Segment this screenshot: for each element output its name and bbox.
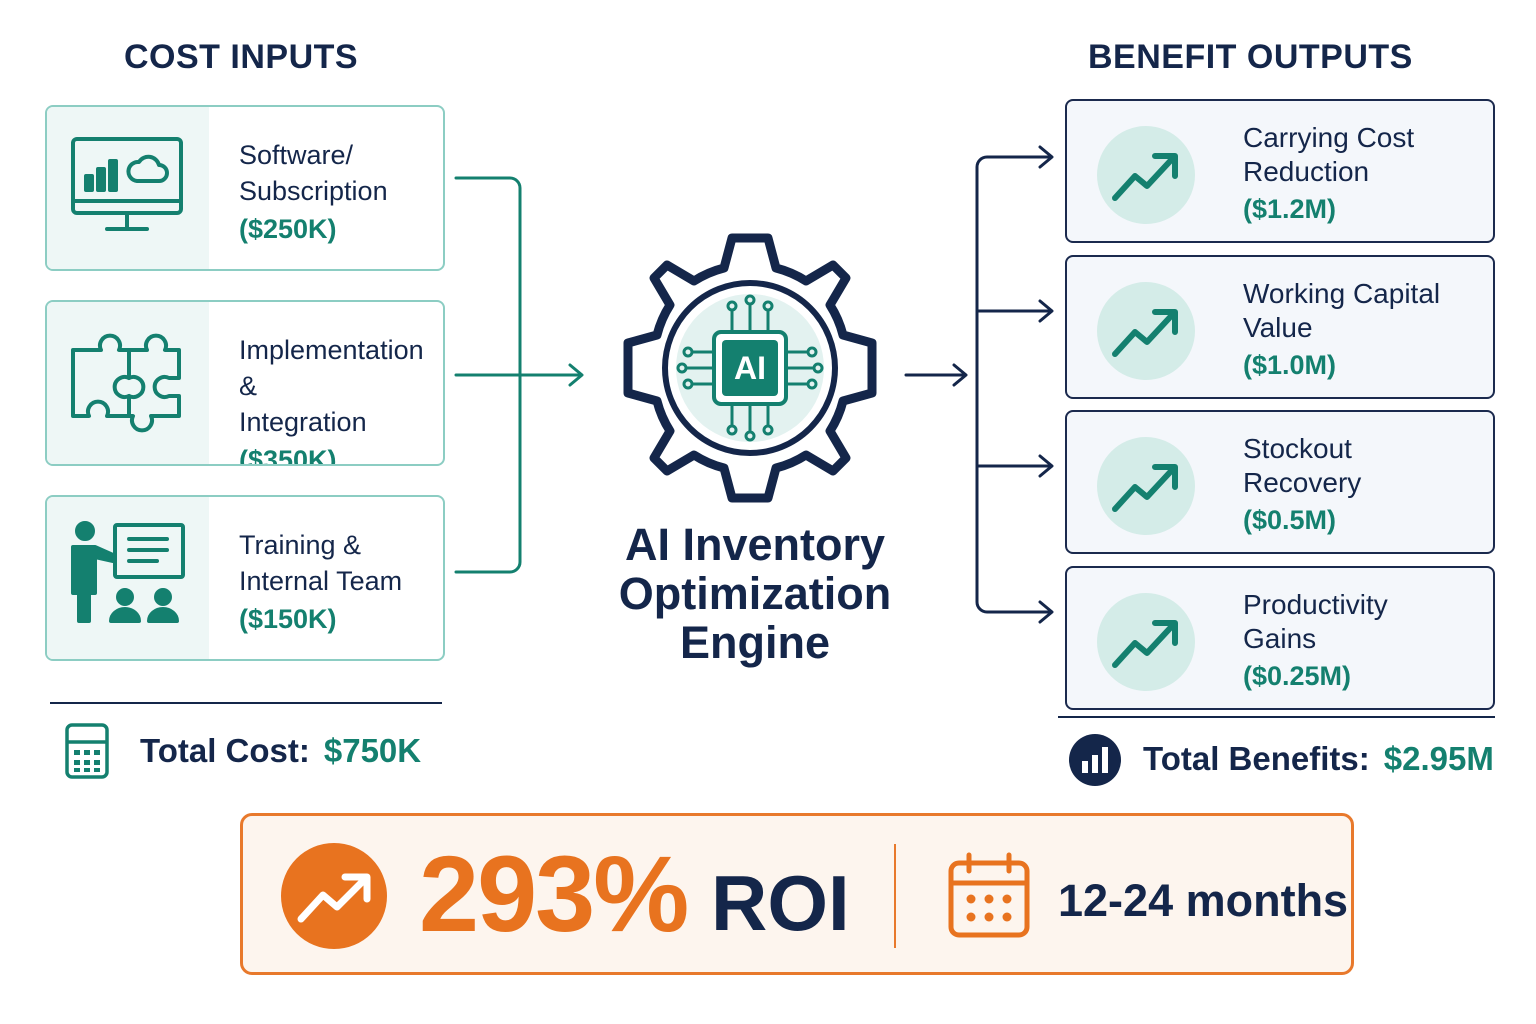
cost-amount-training: ($150K) xyxy=(239,604,337,634)
bar-chart-circle-icon xyxy=(1069,734,1121,786)
roi-word: ROI xyxy=(711,859,850,947)
chip-label: AI xyxy=(734,350,766,386)
total-benefits-label: Total Benefits: xyxy=(1143,740,1370,777)
benefit-label-carrying-cost: Carrying Cost Reduction xyxy=(1243,122,1415,187)
benefit-divider xyxy=(1058,716,1495,718)
trend-up-icon xyxy=(1112,464,1178,512)
gear-ai-chip-icon: AI xyxy=(623,233,877,503)
cost-card-software: Software/ Subscription ($250K) xyxy=(45,105,445,271)
presentation-team-icon xyxy=(71,521,185,623)
cost-inputs-heading: COST INPUTS xyxy=(124,38,359,76)
cost-card-training: Training & Internal Team ($150K) xyxy=(45,495,445,661)
cost-divider xyxy=(50,702,442,704)
engine-title: AI Inventory Optimization Engine xyxy=(618,519,892,668)
benefit-card-carrying-cost: Carrying Cost Reduction ($1.2M) xyxy=(1065,99,1495,243)
cost-label-training: Training & Internal Team xyxy=(239,530,403,596)
benefit-label-working-capital: Working Capital Value xyxy=(1243,278,1441,343)
benefit-label-productivity: Productivity Gains xyxy=(1243,589,1388,654)
total-benefits: Total Benefits: $2.95M xyxy=(1143,740,1494,778)
benefit-amount-carrying-cost: ($1.2M) xyxy=(1243,194,1337,224)
total-cost-value: $750K xyxy=(323,732,422,769)
monitor-chart-cloud-icon xyxy=(71,137,183,231)
total-cost-label: Total Cost: xyxy=(140,732,310,769)
cost-card-implementation: Implementation & Integration ($350K) xyxy=(45,300,445,466)
benefit-card-productivity: Productivity Gains ($0.25M) xyxy=(1065,566,1495,710)
roi-summary-box: 293% ROI 12-24 months xyxy=(240,813,1354,975)
benefit-card-stockout: Stockout Recovery ($0.5M) xyxy=(1065,410,1495,554)
calculator-icon xyxy=(65,723,109,779)
trend-up-icon xyxy=(1112,153,1178,201)
cost-amount-software: ($250K) xyxy=(239,214,337,244)
payback-period: 12-24 months xyxy=(1058,875,1349,926)
total-benefits-value: $2.95M xyxy=(1383,740,1494,777)
benefit-outputs-heading: BENEFIT OUTPUTS xyxy=(1088,38,1413,76)
cost-label-implementation: Implementation & Integration xyxy=(239,335,424,437)
benefit-amount-stockout: ($0.5M) xyxy=(1243,505,1337,535)
cost-label-software: Software/ Subscription xyxy=(239,140,388,206)
puzzle-icon xyxy=(71,333,181,433)
roi-separator xyxy=(894,844,896,948)
benefit-amount-working-capital: ($1.0M) xyxy=(1243,350,1337,380)
trend-up-icon xyxy=(1112,620,1178,668)
trend-up-circle-icon xyxy=(281,843,387,949)
roi-percent: 293% xyxy=(419,833,689,954)
trend-up-icon xyxy=(1112,309,1178,357)
cost-amount-implementation: ($350K) xyxy=(239,445,337,466)
benefit-label-stockout: Stockout Recovery xyxy=(1243,433,1362,498)
calendar-icon xyxy=(948,852,1030,938)
total-cost: Total Cost: $750K xyxy=(140,732,421,770)
benefit-amount-productivity: ($0.25M) xyxy=(1243,661,1352,691)
benefit-card-working-capital: Working Capital Value ($1.0M) xyxy=(1065,255,1495,399)
